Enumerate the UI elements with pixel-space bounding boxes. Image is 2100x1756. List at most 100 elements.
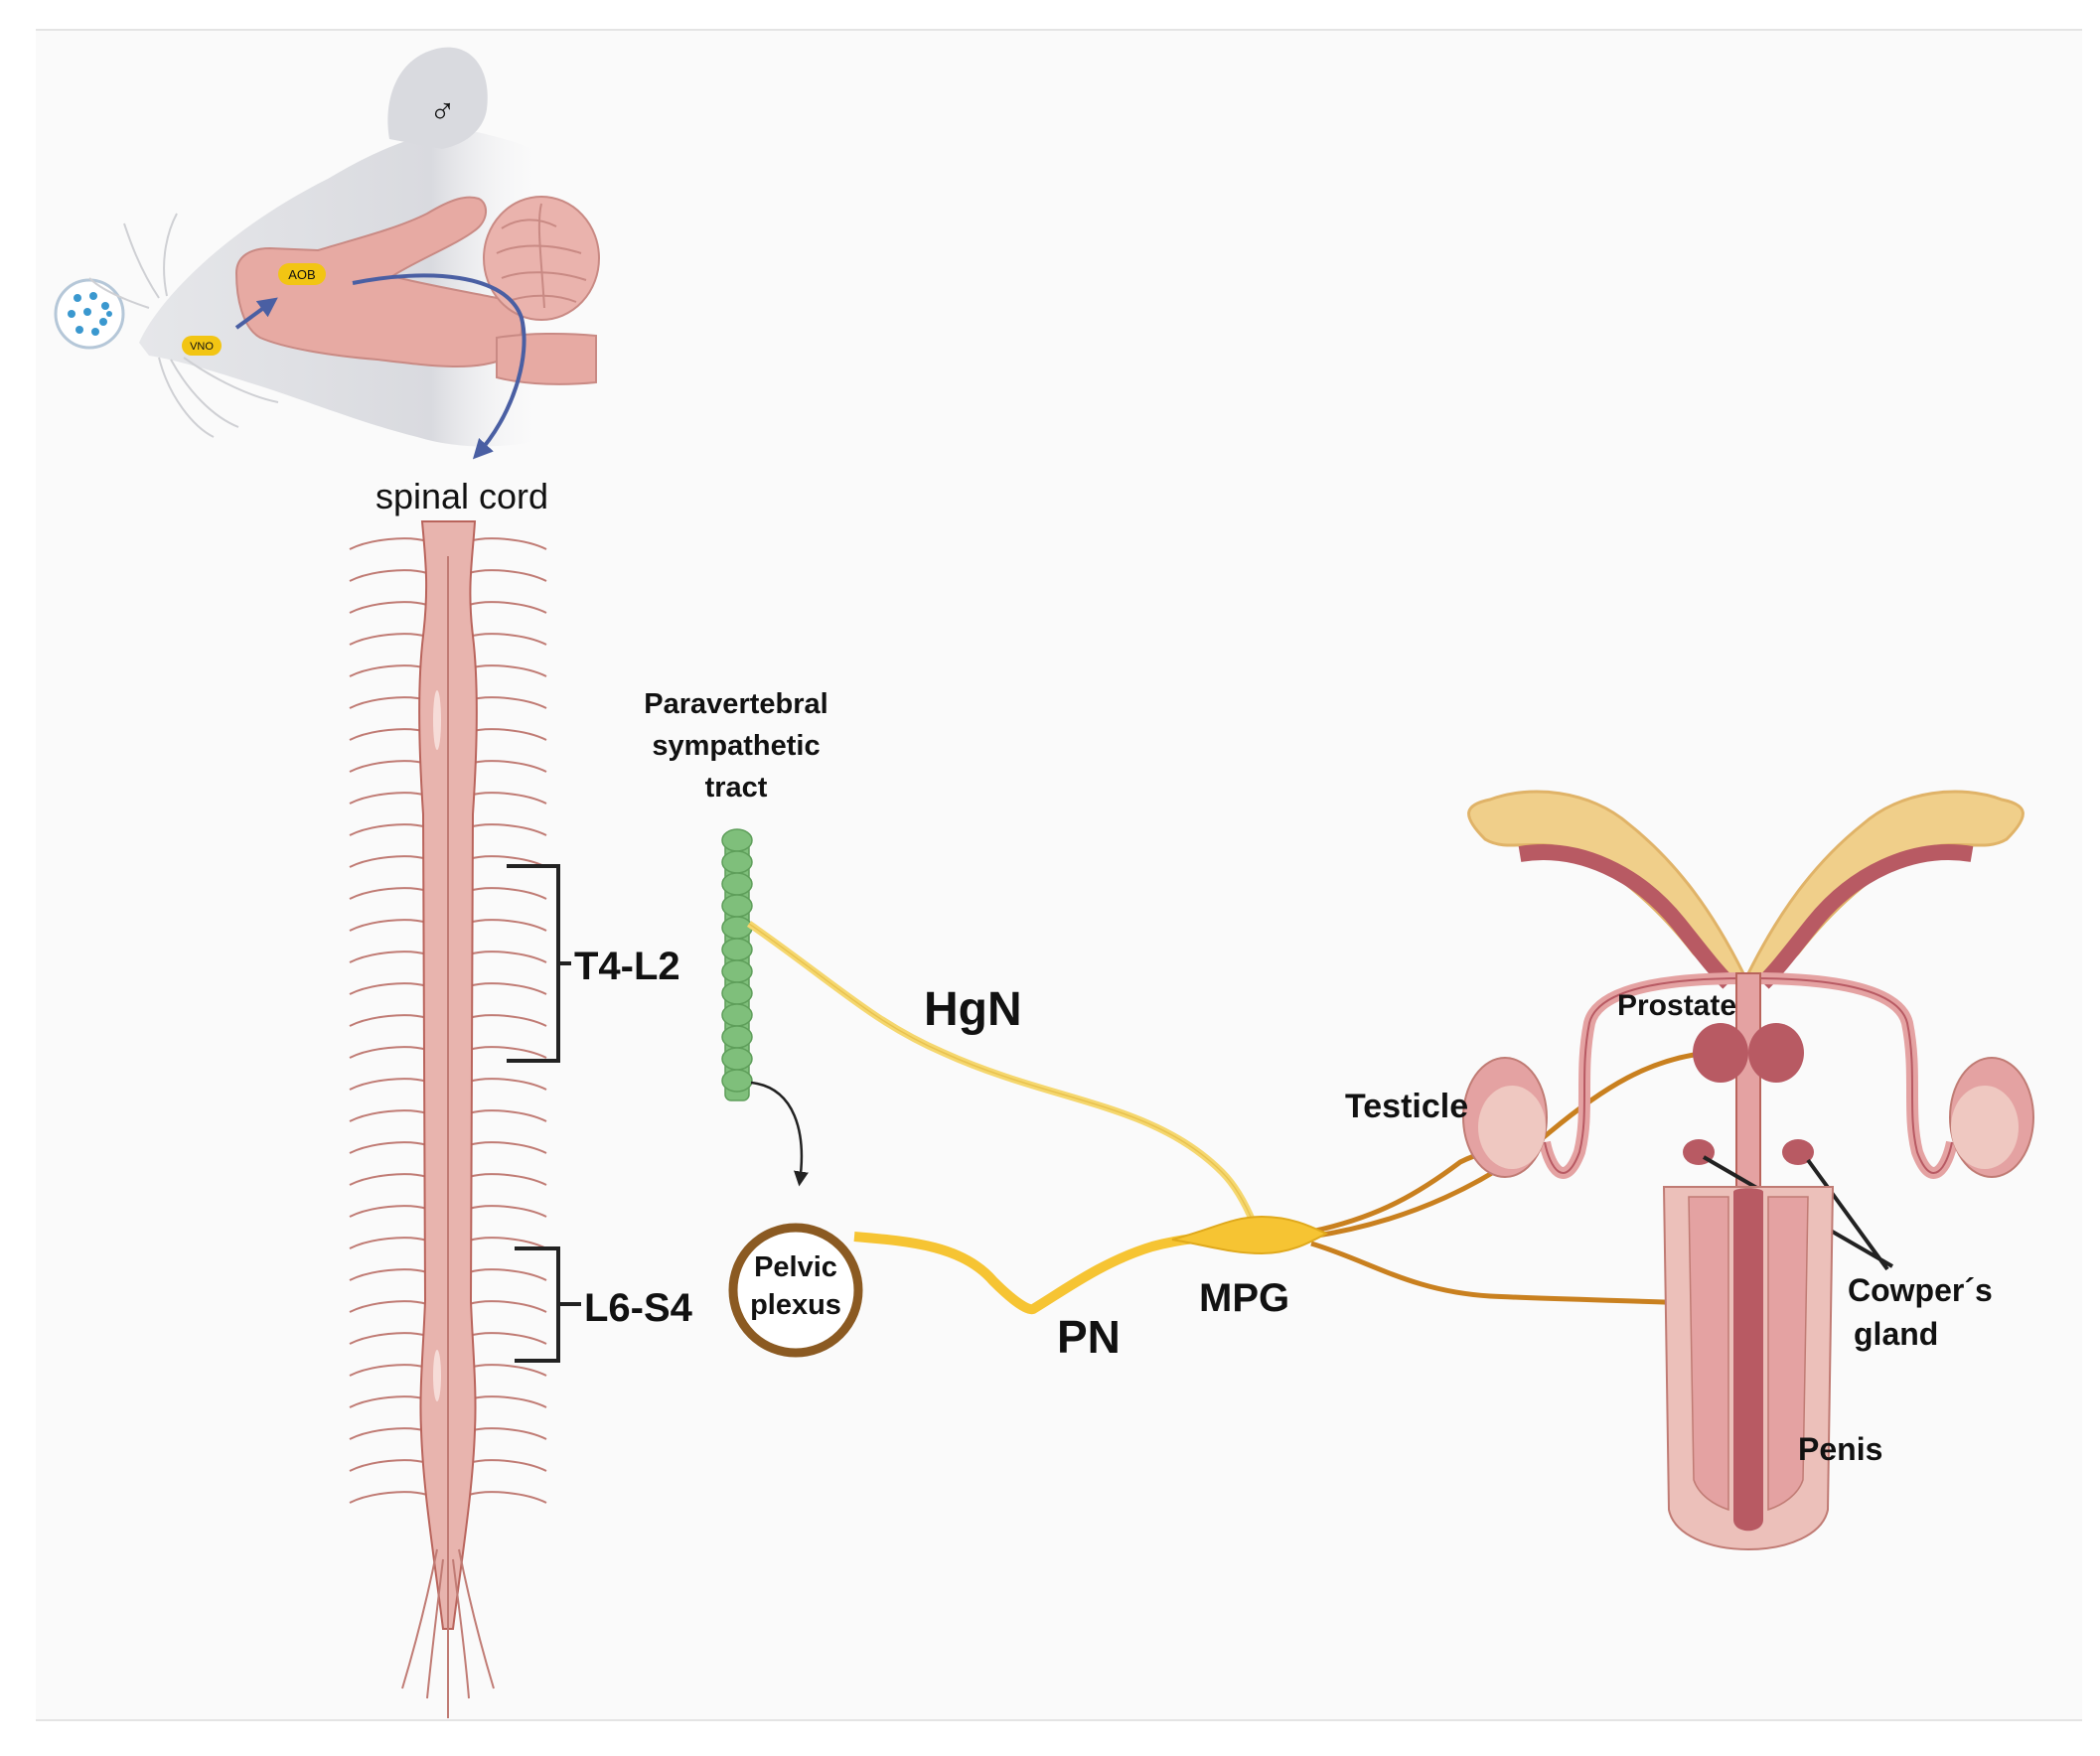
- nerve-root: [468, 1014, 547, 1027]
- nerve-root: [349, 1173, 428, 1186]
- nerve-root: [349, 982, 428, 995]
- nerve-root: [468, 1300, 547, 1313]
- nerve-root: [468, 1205, 547, 1218]
- nerve-root: [468, 919, 547, 932]
- nerve-root: [349, 792, 428, 805]
- ganglion-node: [721, 1025, 753, 1049]
- nerve-root: [468, 601, 547, 614]
- ganglion-node: [721, 872, 753, 896]
- pn-label: PN: [1057, 1311, 1121, 1363]
- nerve-root: [468, 1268, 547, 1281]
- ganglion-node: [721, 1003, 753, 1027]
- mpg-ganglion: [1171, 1215, 1329, 1255]
- nerve-root: [349, 633, 428, 646]
- ganglion-node: [721, 1047, 753, 1071]
- mpg-label: MPG: [1199, 1276, 1289, 1320]
- nerve-root: [468, 537, 547, 550]
- prostate-label: Prostate: [1617, 989, 1736, 1022]
- ganglion-node: [721, 894, 753, 918]
- paravertebral-label-2: sympathetic: [652, 730, 820, 762]
- cowpers-gland-label-2: gland: [1854, 1316, 1938, 1352]
- nerve-root: [468, 1364, 547, 1377]
- testicle-left: [1462, 1057, 1548, 1178]
- aob-label: AOB: [288, 267, 315, 282]
- spinal-cord-icon: [349, 520, 547, 1718]
- ganglion-node: [721, 850, 753, 874]
- pelvic-plexus: Pelvic plexus: [728, 1223, 863, 1358]
- nerve-root: [349, 1078, 428, 1091]
- ganglion-node: [721, 981, 753, 1005]
- nerve-root: [468, 887, 547, 900]
- penis: [1662, 1186, 1835, 1551]
- nerve-root: [468, 982, 547, 995]
- nerve-root: [349, 823, 428, 836]
- pheromone-dish-icon: [54, 278, 125, 350]
- nerve-root: [349, 1300, 428, 1313]
- nerve-root: [349, 1046, 428, 1059]
- ganglion-node: [721, 959, 753, 983]
- pelvic-plexus-label-2: plexus: [750, 1289, 841, 1321]
- nerve-root: [349, 1141, 428, 1154]
- nerve-root: [349, 855, 428, 868]
- nerve-root: [468, 1078, 547, 1091]
- chain-to-plexus-arrow: [750, 1081, 809, 1187]
- vno-to-aob-arrow: [234, 297, 278, 330]
- nerve-root: [468, 1459, 547, 1472]
- penis-label: Penis: [1798, 1431, 1882, 1467]
- pelvic-plexus-label-1: Pelvic: [754, 1251, 837, 1283]
- nerve-root: [349, 1491, 428, 1504]
- nerve-root: [468, 633, 547, 646]
- spinal-cord-label: spinal cord: [375, 476, 548, 516]
- nerve-root: [349, 1268, 428, 1281]
- vno-label: VNO: [190, 341, 214, 353]
- nerve-root: [349, 919, 428, 932]
- ganglion-node: [721, 1069, 753, 1093]
- reproductive-organs-icon: [1462, 790, 2034, 1551]
- male-symbol-icon: ♂: [429, 90, 456, 131]
- nerve-root: [468, 1332, 547, 1345]
- t4-l2-bracket: [507, 864, 571, 1063]
- nerve-root: [468, 1491, 547, 1504]
- vno-badge: VNO: [182, 336, 222, 356]
- nerve-root: [349, 1109, 428, 1122]
- paravertebral-label-3: tract: [705, 772, 768, 804]
- nerve-root: [349, 1014, 428, 1027]
- nerve-root: [468, 1141, 547, 1154]
- l6-s4-label: L6-S4: [584, 1286, 693, 1330]
- nerve-root: [349, 1332, 428, 1345]
- ganglion-node: [721, 828, 753, 852]
- nerve-root: [468, 951, 547, 963]
- testicle-label: Testicle: [1345, 1088, 1468, 1125]
- sympathetic-chain-icon: [721, 828, 753, 1101]
- testicle-right: [1949, 1057, 2034, 1178]
- nerve-root: [349, 1205, 428, 1218]
- nerve-root: [468, 569, 547, 582]
- nerve-root: [349, 601, 428, 614]
- nerve-root: [349, 1459, 428, 1472]
- l6-s4-bracket: [515, 1246, 581, 1363]
- nerve-root: [468, 1173, 547, 1186]
- cowpers-glands: [1683, 1139, 1814, 1165]
- nerve-root: [468, 1109, 547, 1122]
- nerve-root: [468, 1237, 547, 1249]
- hgn-label: HgN: [924, 983, 1022, 1036]
- nerve-root: [349, 1364, 428, 1377]
- nerve-root: [468, 1046, 547, 1059]
- cowpers-gland-label-1: Cowper´s: [1848, 1272, 1993, 1308]
- t4-l2-label: T4-L2: [574, 945, 680, 988]
- prostate: [1693, 1023, 1804, 1083]
- nerve-root: [349, 951, 428, 963]
- nerve-root: [349, 569, 428, 582]
- nerve-root: [468, 792, 547, 805]
- pn-nerve: [853, 1232, 1233, 1315]
- brain-icon: [234, 196, 600, 385]
- paravertebral-label-1: Paravertebral: [644, 688, 827, 720]
- ganglion-node: [721, 916, 753, 940]
- nerve-root: [349, 537, 428, 550]
- nerve-root: [468, 823, 547, 836]
- aob-badge: AOB: [278, 263, 326, 285]
- ganglion-node: [721, 938, 753, 961]
- nerve-root: [349, 887, 428, 900]
- nerve-root: [349, 1237, 428, 1249]
